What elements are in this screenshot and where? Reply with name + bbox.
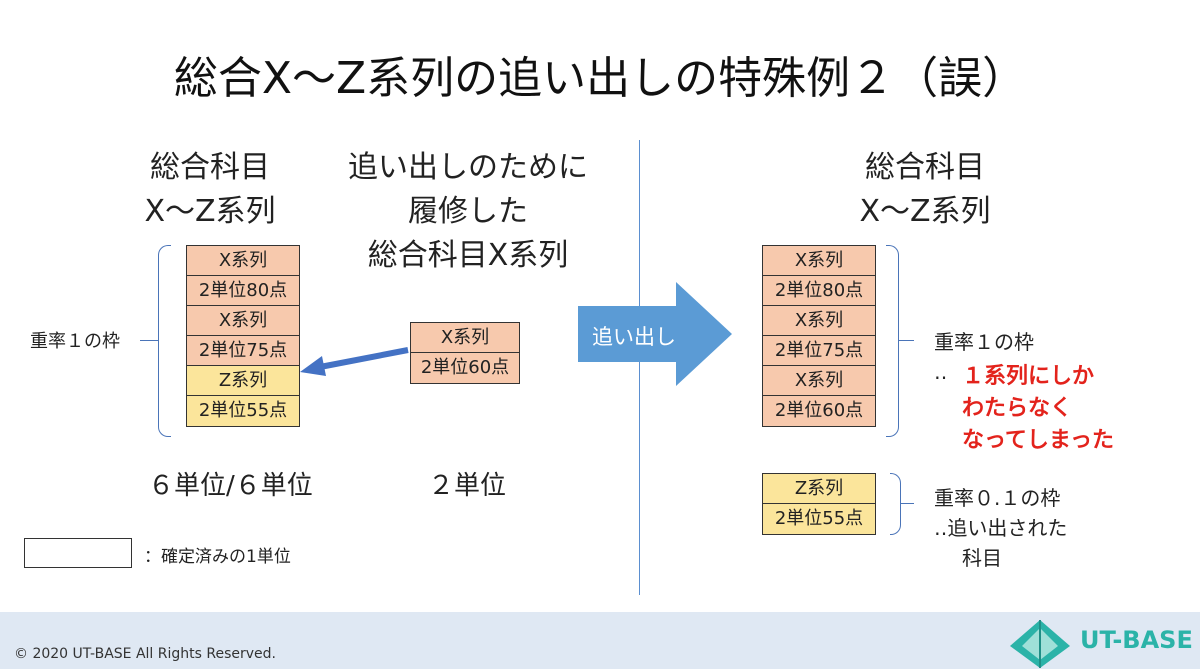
legend-label: ：確定済みの1単位 (144, 547, 291, 567)
right-frame2-tick (900, 503, 914, 504)
middle-heading: 追い出しのために 履修した 総合科目X系列 (318, 146, 618, 278)
left-heading-line2: X～Z系列 (144, 194, 276, 229)
stack-cell: X系列 (411, 323, 519, 353)
right-heading: 総合科目 X～Z系列 (810, 146, 1040, 234)
legend-swatch (24, 538, 132, 568)
right-frame2-label: 重率０.１の枠 (934, 486, 1061, 510)
middle-credit-stack: X系列 2単位60点 (410, 322, 520, 384)
middle-units: ２単位 (428, 471, 507, 501)
right-frame1-note-line3: なってしまった (962, 428, 1115, 453)
right-frame1-label: 重率１の枠 (934, 330, 1034, 354)
slide-title: 総合X～Z系列の追い出しの特殊例２（誤） (173, 53, 1027, 104)
push-out-arrow (578, 282, 732, 386)
stack-cell: X系列 (187, 246, 299, 276)
right-frame2-note-line2: 科目 (962, 546, 1002, 570)
stack-cell: 2単位55点 (187, 396, 299, 426)
insert-arrow-head (300, 356, 326, 376)
left-heading-line1: 総合科目 (150, 150, 270, 185)
right-frame1-bracket (886, 245, 899, 437)
stack-cell: 2単位60点 (763, 396, 875, 426)
right-credit-stack-bottom: Z系列 2単位55点 (762, 473, 876, 535)
left-frame-label: 重率１の枠 (30, 331, 120, 352)
right-frame1-note-prefix: ‥ (934, 360, 948, 384)
stack-cell: 2単位55点 (763, 504, 875, 534)
ut-base-logo-text: UT-BASE (1080, 626, 1193, 654)
stack-cell: X系列 (763, 366, 875, 396)
right-frame1-tick (898, 340, 914, 341)
insert-arrow (300, 347, 409, 376)
right-heading-line1: 総合科目 (865, 150, 985, 185)
stack-cell: X系列 (763, 246, 875, 276)
stack-cell: X系列 (763, 306, 875, 336)
insert-arrow-shaft (319, 347, 409, 370)
middle-heading-line3: 総合科目X系列 (367, 238, 569, 273)
push-out-arrow-shape (578, 282, 732, 386)
right-heading-line2: X～Z系列 (859, 194, 991, 229)
stack-cell: X系列 (187, 306, 299, 336)
right-frame2-note-line1: ‥追い出された (934, 516, 1068, 540)
stack-cell: 2単位75点 (763, 336, 875, 366)
right-credit-stack-top: X系列 2単位80点 X系列 2単位75点 X系列 2単位60点 (762, 245, 876, 427)
left-frame-tick (140, 340, 158, 341)
right-frame1-note-line2: わたらなく (962, 396, 1073, 421)
ut-base-logo-icon (1010, 620, 1070, 668)
copyright-text: © 2020 UT-BASE All Rights Reserved. (14, 646, 276, 662)
center-divider (639, 140, 640, 595)
left-frame-bracket (158, 245, 171, 437)
stack-cell: 2単位80点 (763, 276, 875, 306)
right-frame2-bracket (890, 473, 901, 535)
middle-heading-line1: 追い出しのために (348, 150, 588, 185)
stack-cell: 2単位75点 (187, 336, 299, 366)
stack-cell: Z系列 (187, 366, 299, 396)
left-heading: 総合科目 X～Z系列 (100, 146, 320, 234)
stack-cell: Z系列 (763, 474, 875, 504)
stack-cell: 2単位80点 (187, 276, 299, 306)
left-credit-stack: X系列 2単位80点 X系列 2単位75点 Z系列 2単位55点 (186, 245, 300, 427)
left-units: ６単位/６単位 (148, 471, 313, 501)
middle-heading-line2: 履修した (408, 194, 528, 229)
footer-bar (0, 612, 1200, 669)
push-out-arrow-label: 追い出し (592, 325, 676, 349)
right-frame1-note-line1: １系列にしか (962, 364, 1095, 389)
stack-cell: 2単位60点 (411, 353, 519, 383)
